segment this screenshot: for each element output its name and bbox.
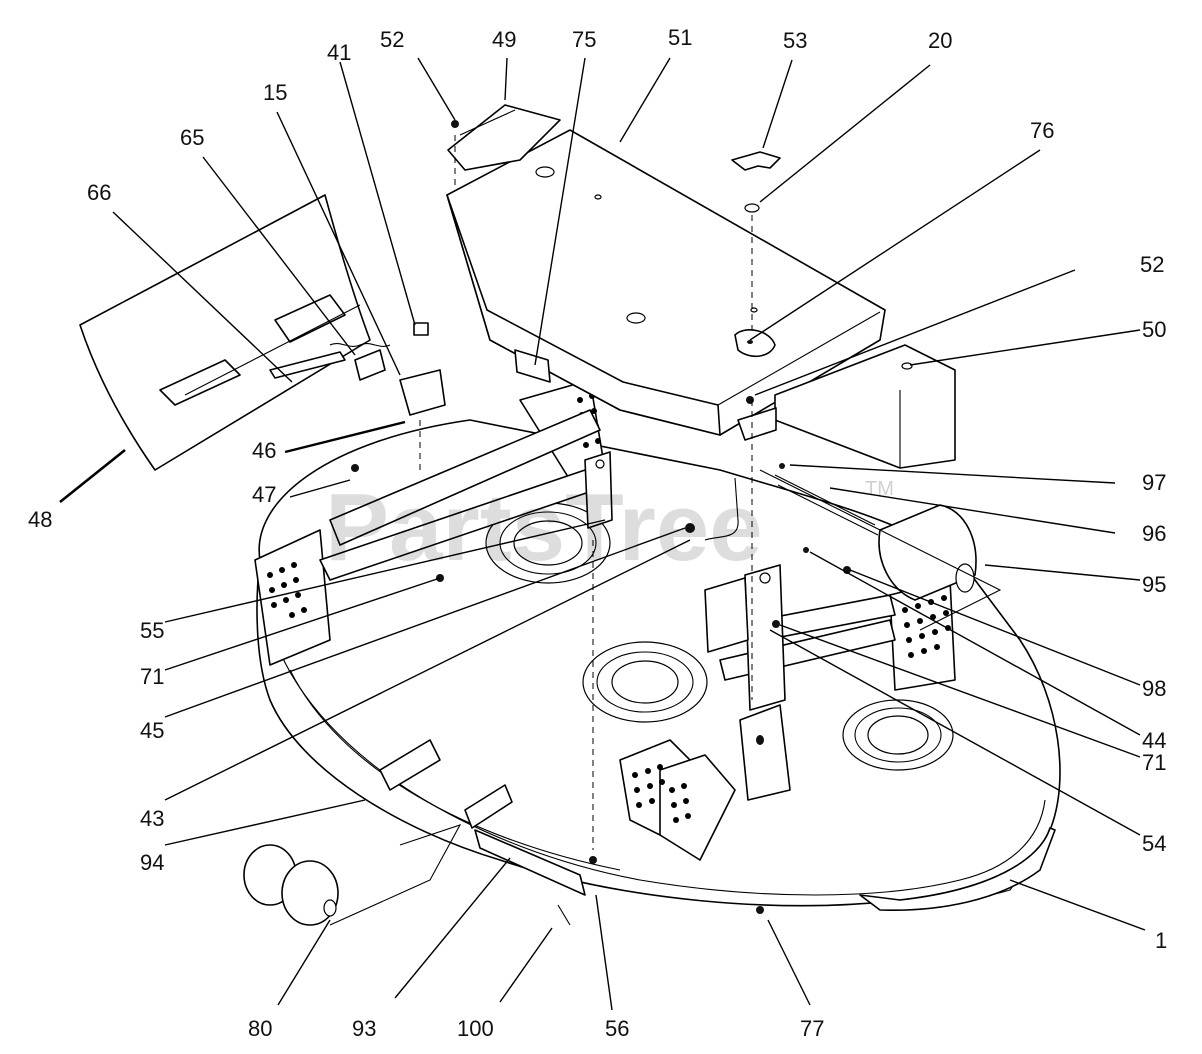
callout-label: 93 <box>352 1016 376 1041</box>
front-roller <box>243 739 586 926</box>
callout-label: 95 <box>1142 572 1166 597</box>
callout-label: 71 <box>1142 750 1166 775</box>
callout-label: 49 <box>492 27 516 52</box>
callout-label: 52 <box>1140 252 1164 277</box>
callout-label: 51 <box>668 25 692 50</box>
side-cover <box>737 344 956 469</box>
callout-label: 100 <box>457 1016 494 1041</box>
callout-label: 53 <box>783 28 807 53</box>
callout-label: 43 <box>140 806 164 831</box>
callout-label: 48 <box>28 507 52 532</box>
callout-label: 71 <box>140 664 164 689</box>
chute-bracket <box>447 104 561 171</box>
callout-label: 94 <box>140 850 164 875</box>
callout-label: 96 <box>1142 521 1166 546</box>
callout-label: 56 <box>605 1016 629 1041</box>
callout-label: 97 <box>1142 470 1166 495</box>
watermark-text: PartsTree <box>325 474 763 581</box>
callout-label: 55 <box>140 618 164 643</box>
callout-label: 15 <box>263 80 287 105</box>
callout-label: 75 <box>572 27 596 52</box>
callout-label: 47 <box>252 482 276 507</box>
grass-deflector <box>79 194 371 471</box>
callout-label: 54 <box>1142 831 1166 856</box>
front-roller-brackets <box>619 704 791 861</box>
callout-label: 45 <box>140 718 164 743</box>
center-linkage-bracket <box>584 451 786 711</box>
callout-label: 20 <box>928 28 952 53</box>
callout-label: 1 <box>1155 928 1167 953</box>
callout-label: 50 <box>1142 317 1166 342</box>
callout-label: 65 <box>180 125 204 150</box>
callout-label: 80 <box>248 1016 272 1041</box>
callout-label: 46 <box>252 438 276 463</box>
callout-label: 66 <box>87 180 111 205</box>
callout-labels: 52 49 75 51 53 20 41 15 65 76 66 52 50 4… <box>28 25 1167 1041</box>
callout-label: 77 <box>800 1016 824 1041</box>
rear-roller <box>774 474 977 601</box>
leader-lines <box>59 57 1146 1011</box>
callout-label: 98 <box>1142 676 1166 701</box>
callout-label: 41 <box>327 40 351 65</box>
deflector-hinge-assembly <box>269 322 446 416</box>
partstree-watermark: PartsTree TM <box>325 474 894 581</box>
callout-label: 76 <box>1030 118 1054 143</box>
assembly-centerlines <box>329 135 1002 926</box>
left-hanger-brackets <box>254 379 606 666</box>
callout-label: 44 <box>1142 728 1166 753</box>
callout-label: 52 <box>380 27 404 52</box>
spindle-openings <box>485 502 954 771</box>
